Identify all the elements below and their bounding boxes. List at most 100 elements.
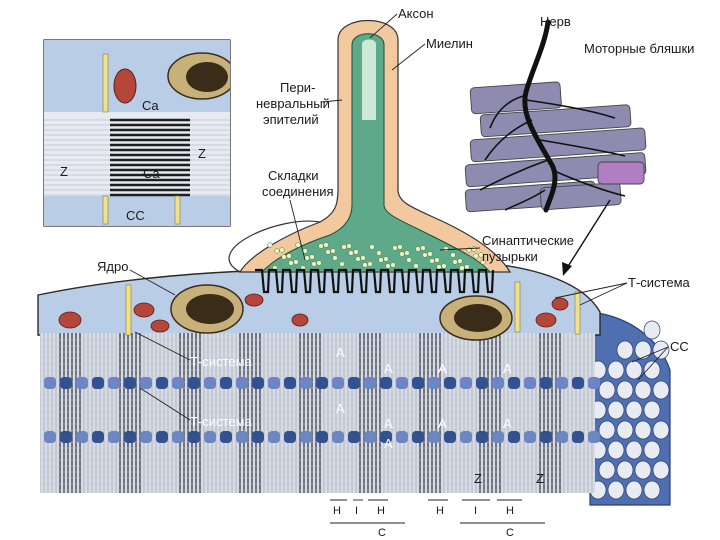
band-a9: A [384, 436, 393, 451]
scale-c1: C [378, 527, 386, 539]
nucleus-leader [129, 269, 176, 296]
synaptic-vesicle [473, 253, 479, 259]
cistern-cell [634, 460, 652, 480]
tubule-segment [188, 377, 200, 389]
t-system-leader-1 [134, 331, 191, 361]
t-tubule-3 [574, 291, 581, 335]
synaptic-vesicle [415, 246, 421, 252]
mitochondrion [244, 293, 264, 307]
cistern-cell [607, 360, 625, 380]
band-letters: A A A A A A A A A Z Z [336, 345, 544, 486]
synaptic-vesicle [281, 254, 287, 260]
t-tubule-2 [514, 281, 521, 333]
arrow-shaft [566, 199, 611, 269]
t-system-right-label: Т-система [628, 275, 691, 290]
inset-nucleus-core [186, 62, 228, 92]
tubule-segment [124, 431, 136, 443]
scale-i1: I [355, 505, 358, 517]
synaptic-vesicle [404, 250, 410, 256]
axon-label: Аксон [398, 6, 434, 21]
synaptic-vesicle [464, 264, 470, 270]
nucleus-label: Ядро [97, 259, 128, 274]
tubule-segment [172, 431, 184, 443]
synaptic-vesicle [330, 248, 336, 254]
band-a2: A [384, 361, 393, 376]
nerve-trunk [522, 19, 558, 213]
tubule-segment [444, 431, 456, 443]
folds-label-1: Складки [268, 168, 319, 183]
synaptic-vesicle [355, 256, 361, 262]
cistern-cell [616, 420, 634, 440]
tubule-segment [524, 431, 536, 443]
synaptic-vesicle [325, 249, 331, 255]
synaptic-vesicle [457, 258, 463, 264]
cistern-cell [625, 440, 643, 460]
tubule-segment [572, 431, 584, 443]
synaptic-vesicle [383, 256, 389, 262]
tubule-segment [332, 431, 344, 443]
inset-t-tubule-bottom-2 [174, 195, 181, 225]
synaptic-vesicle [450, 252, 456, 258]
cistern-cell [616, 340, 634, 360]
tubule-segment [108, 377, 120, 389]
inset-ca-top-label: Ca [142, 98, 159, 113]
cistern-cell [643, 440, 661, 460]
tubule-segment [140, 377, 152, 389]
t-system-label-1: Т-система [190, 354, 253, 369]
synaptic-vesicle [478, 252, 484, 258]
cistern-cell [607, 400, 625, 420]
cistern-cell [616, 380, 634, 400]
cistern-cell [598, 460, 616, 480]
inset-panel: Ca Ca Z Z CC [43, 39, 231, 227]
synaptic-vesicle [293, 259, 299, 265]
tubule-segment [556, 431, 568, 443]
nerve-branches [479, 94, 626, 211]
cistern-cell [652, 460, 670, 480]
tubule-segment [396, 377, 408, 389]
tubule-segment [348, 431, 360, 443]
tubule-segment [428, 431, 440, 443]
cistern-cell [625, 400, 643, 420]
synaptic-vesicle [406, 257, 412, 263]
perineural-edge [228, 220, 321, 273]
synaptic-vesicle [422, 252, 428, 258]
cistern-cell [643, 320, 661, 340]
synaptic-vesicle [413, 263, 419, 269]
t-system-right-leader-1 [554, 282, 628, 299]
tubule-segment [108, 431, 120, 443]
cistern-cell [607, 480, 625, 500]
cc-right-label: СС [670, 339, 689, 354]
synaptic-vesicle [295, 242, 301, 248]
myelin-label: Миелин [426, 36, 473, 51]
tubule-segment [60, 377, 72, 389]
tubule-segment [252, 377, 264, 389]
synaptic-vesicle [420, 245, 426, 251]
synaptic-vesicle [323, 242, 329, 248]
synaptic-vesicle [427, 251, 433, 257]
tubule-segment [412, 431, 424, 443]
synaptic-vesicle [339, 261, 345, 267]
synaptic-vesicle [390, 262, 396, 268]
synaptic-vesicles [267, 242, 486, 271]
perineural-label-1: Пери- [280, 80, 315, 95]
scale-h4: H [506, 505, 514, 517]
tubule-segment [380, 431, 392, 443]
tubule-segment [204, 431, 216, 443]
band-a5: A [336, 401, 345, 416]
inset-mitochondrion [113, 68, 137, 104]
band-a6: A [384, 416, 393, 431]
tubule-segment [268, 431, 280, 443]
synaptic-vesicle [353, 249, 359, 255]
muscle-fiber [469, 81, 562, 115]
tubule-segment [44, 431, 56, 443]
tubule-segment [236, 377, 248, 389]
tubule-segment [588, 431, 600, 443]
synaptic-vesicle [346, 243, 352, 249]
synaptic-vesicle [288, 260, 294, 266]
synaptic-vesicle [399, 251, 405, 257]
synaptic-vesicle [348, 250, 354, 256]
synaptic-vesicle [286, 253, 292, 259]
tubule-segment [172, 377, 184, 389]
tubule-segment [380, 377, 392, 389]
